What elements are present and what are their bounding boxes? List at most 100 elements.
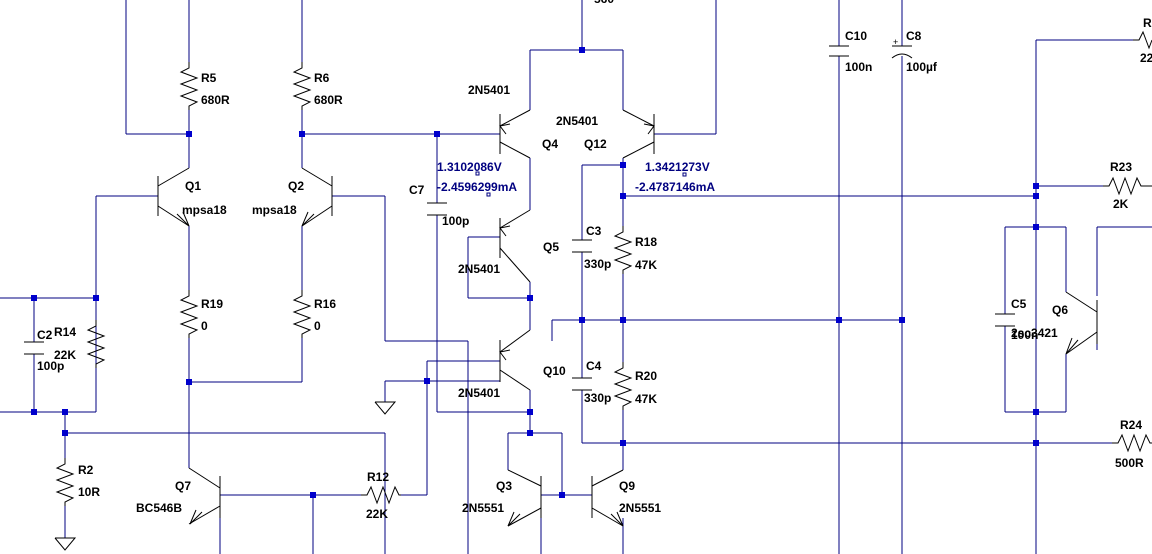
q2-label: Q2 [288, 179, 304, 193]
c10-value: 100n [845, 60, 872, 74]
r18-value: 47K [635, 258, 657, 272]
q10-label: Q10 [543, 364, 566, 378]
c2-value: 100p [37, 359, 64, 373]
q2-model: mpsa18 [252, 203, 297, 217]
r24-label: R24 [1120, 418, 1142, 432]
labels: 560 R5 680R R6 680R Q1 mpsa18 Q2 mpsa18 … [37, 0, 1152, 521]
q9-label: Q9 [619, 479, 635, 493]
q6-model: 2sc3421 [1011, 326, 1058, 340]
transistor-q4 [499, 109, 531, 159]
top-partial-label: 560 [594, 0, 614, 6]
c8-value: 100µf [906, 60, 938, 74]
transistor-q6 [1065, 291, 1098, 355]
r16-value: 0 [314, 319, 321, 333]
q7-label: Q7 [175, 479, 191, 493]
q3-label: Q3 [496, 479, 512, 493]
q4-voltage: 1.3102086V [437, 160, 502, 174]
r2-value: 10R [78, 485, 100, 499]
resistor-r14 [86, 320, 106, 368]
r-right-label: R [1143, 16, 1152, 30]
q4-label: Q4 [542, 137, 558, 151]
resistor-r23 [1103, 176, 1152, 196]
transistor-q10 [499, 329, 531, 391]
c7-label: C7 [409, 183, 425, 197]
resistor-r18 [613, 226, 633, 274]
c3-value: 330p [584, 257, 611, 271]
c8-polarity: + [893, 37, 898, 47]
r6-value: 680R [314, 93, 343, 107]
capacitor-c10 [829, 45, 849, 57]
q6-label: Q6 [1052, 303, 1068, 317]
capacitor-c4 [572, 377, 592, 391]
resistor-r2 [55, 458, 75, 506]
c3-label: C3 [586, 224, 602, 238]
ground-icon [54, 537, 77, 551]
capacitor-c3 [572, 239, 592, 253]
c5-value: 100n [1011, 328, 1038, 342]
transistor-q12 [622, 109, 655, 159]
grounds [54, 401, 397, 551]
r20-label: R20 [635, 369, 657, 383]
q12-model: 2N5401 [556, 114, 598, 128]
capacitor-c2 [24, 341, 44, 355]
c2-label: C2 [37, 328, 53, 342]
transistor-q3 [507, 469, 542, 527]
r18-label: R18 [635, 235, 657, 249]
r24-value: 500R [1115, 456, 1144, 470]
junctions [31, 47, 1039, 498]
r2-label: R2 [78, 463, 94, 477]
r19-value: 0 [201, 319, 208, 333]
q4-model: 2N5401 [468, 83, 510, 97]
q4-current: -2.4596299mA [437, 180, 517, 194]
ground-icon [374, 401, 397, 415]
resistor-r16 [292, 290, 312, 338]
q7-model: BC546B [136, 501, 182, 515]
c4-label: C4 [586, 359, 602, 373]
r23-label: R23 [1110, 160, 1132, 174]
r6-label: R6 [314, 71, 330, 85]
resistor-r20 [613, 362, 633, 410]
r14-label: R14 [54, 325, 76, 339]
resistor-r24 [1112, 433, 1152, 453]
r5-value: 680R [201, 93, 230, 107]
r19-label: R19 [201, 297, 223, 311]
c10-label: C10 [845, 29, 867, 43]
capacitor-c7 [427, 202, 447, 216]
resistors [55, 30, 1152, 506]
resistor-r19 [179, 290, 199, 338]
q5-model: 2N5401 [458, 262, 500, 276]
r14-value: 22K [54, 348, 76, 362]
r23-value: 2K [1113, 197, 1129, 211]
c5-label: C5 [1011, 297, 1027, 311]
transistor-q2 [301, 167, 333, 227]
c4-value: 330p [584, 391, 611, 405]
c8-label: C8 [906, 29, 922, 43]
q9-model: 2N5551 [619, 501, 661, 515]
capacitor-c8 [891, 45, 913, 59]
q12-label: Q12 [584, 137, 607, 151]
r16-label: R16 [314, 297, 336, 311]
q12-voltage: 1.3421273V [645, 160, 710, 174]
r-right-value: 22 [1140, 51, 1152, 65]
resistor-r6 [292, 62, 312, 110]
c7-value: 100p [442, 214, 469, 228]
resistor-r12 [361, 485, 401, 505]
transistor-q1 [157, 167, 190, 227]
q5-label: Q5 [543, 240, 559, 254]
resistor-r-right [1133, 30, 1152, 50]
probe-markers [475, 171, 687, 197]
r20-value: 47K [635, 392, 657, 406]
transistors [157, 109, 1098, 527]
q12-current: -2.4787146mA [635, 180, 715, 194]
r12-value: 22K [366, 507, 388, 521]
transistor-q9 [591, 469, 624, 527]
transistor-q7 [188, 467, 221, 525]
r5-label: R5 [201, 71, 217, 85]
q1-model: mpsa18 [182, 203, 227, 217]
capacitor-c5 [995, 313, 1015, 327]
resistor-r5 [179, 62, 199, 110]
transistor-q5 [499, 209, 531, 283]
q3-model: 2N5551 [462, 501, 504, 515]
